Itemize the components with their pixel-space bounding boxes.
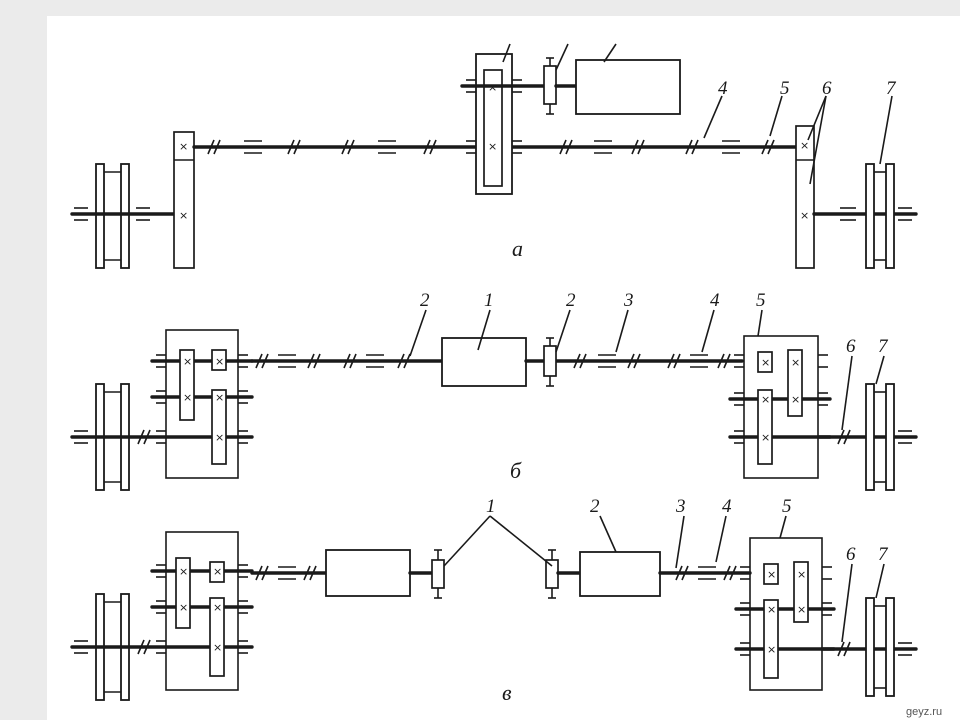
couplings-left-b	[255, 353, 411, 369]
gear-mark: ×	[800, 139, 809, 152]
bearings-a	[244, 140, 740, 154]
variant-v-scheme: × × × × ×	[70, 496, 918, 705]
gearbox-left-b: × × × × ×	[150, 329, 254, 479]
callout-1-v: 1	[486, 496, 496, 517]
gear-mark: ×	[791, 356, 800, 369]
final-drive-left-a: × ×	[173, 131, 195, 269]
wheel-right-v	[865, 597, 895, 697]
gear-mark: ×	[761, 431, 770, 444]
gear-mark: ×	[767, 603, 776, 616]
brake-left-v	[431, 549, 445, 599]
gear-mark: ×	[761, 356, 770, 369]
callout-7-a: 7	[886, 78, 897, 99]
variant-v-label: в	[502, 680, 512, 705]
callout-4-a: 4	[718, 78, 728, 99]
gear-mark: ×	[791, 393, 800, 406]
gear-mark: ×	[761, 393, 770, 406]
callout-4-v: 4	[722, 496, 732, 517]
gear-mark: ×	[213, 565, 222, 578]
gear-mark: ×	[179, 209, 188, 222]
callout-1-b: 1	[484, 290, 494, 311]
callout-3-b: 3	[623, 290, 634, 311]
gear-mark: ×	[767, 568, 776, 581]
callout-5-b: 5	[756, 290, 766, 311]
couplings-right-b	[573, 353, 731, 369]
gear-mark: ×	[797, 603, 806, 616]
gear-mark: ×	[183, 355, 192, 368]
gear-mark: ×	[800, 209, 809, 222]
callout-2-b: 2	[420, 290, 430, 311]
wheel-right-b	[865, 383, 895, 491]
wheel-right-a	[865, 163, 895, 269]
gear-mark: ×	[179, 140, 188, 153]
gear-mark: ×	[183, 391, 192, 404]
callout-6-b: 6	[846, 336, 856, 357]
gear-mark: ×	[179, 601, 188, 614]
callout-5-a: 5	[780, 78, 790, 99]
brake-right-v	[545, 549, 559, 599]
gear-mark: ×	[797, 568, 806, 581]
callout-5-v: 5	[782, 496, 792, 517]
gearbox-left-v: × × × × ×	[150, 531, 254, 691]
callout-2b-b: 2	[566, 290, 576, 311]
couplings-a	[207, 139, 775, 155]
gear-mark: ×	[488, 140, 497, 153]
gear-mark: ×	[215, 391, 224, 404]
couplings-left-v	[255, 565, 317, 581]
gear-mark: ×	[767, 643, 776, 656]
motor-a	[575, 59, 681, 115]
motor-b	[441, 337, 527, 387]
callout-6-v: 6	[846, 544, 856, 565]
variant-a-scheme: × ×	[70, 43, 918, 269]
callout-3-v: 3	[675, 496, 686, 517]
variant-a-label: а	[512, 236, 523, 261]
callout-7-b: 7	[878, 336, 889, 357]
gearbox-right-b: × × × × ×	[728, 335, 832, 479]
final-drive-right-a: × ×	[795, 125, 815, 269]
callout-2-v: 2	[590, 496, 600, 517]
wheel-left-a	[95, 163, 130, 269]
motor-right-v	[579, 551, 661, 597]
brake-b	[543, 337, 557, 387]
gearbox-right-v: × × × × ×	[734, 537, 836, 691]
gear-mark: ×	[215, 431, 224, 444]
couplings-right-v	[675, 565, 737, 581]
gear-mark: ×	[179, 565, 188, 578]
motor-left-v	[325, 549, 411, 597]
variant-b-scheme: × × × × ×	[70, 290, 918, 491]
callout-7-v: 7	[878, 544, 889, 565]
callout-4-b: 4	[710, 290, 720, 311]
watermark: geyz.ru	[906, 706, 942, 718]
variant-b-label: б	[510, 458, 522, 483]
central-reducer-a: × ×	[460, 43, 681, 195]
gear-mark: ×	[213, 601, 222, 614]
gear-mark: ×	[215, 355, 224, 368]
gear-mark: ×	[213, 641, 222, 654]
callout-6-a: 6	[822, 78, 832, 99]
